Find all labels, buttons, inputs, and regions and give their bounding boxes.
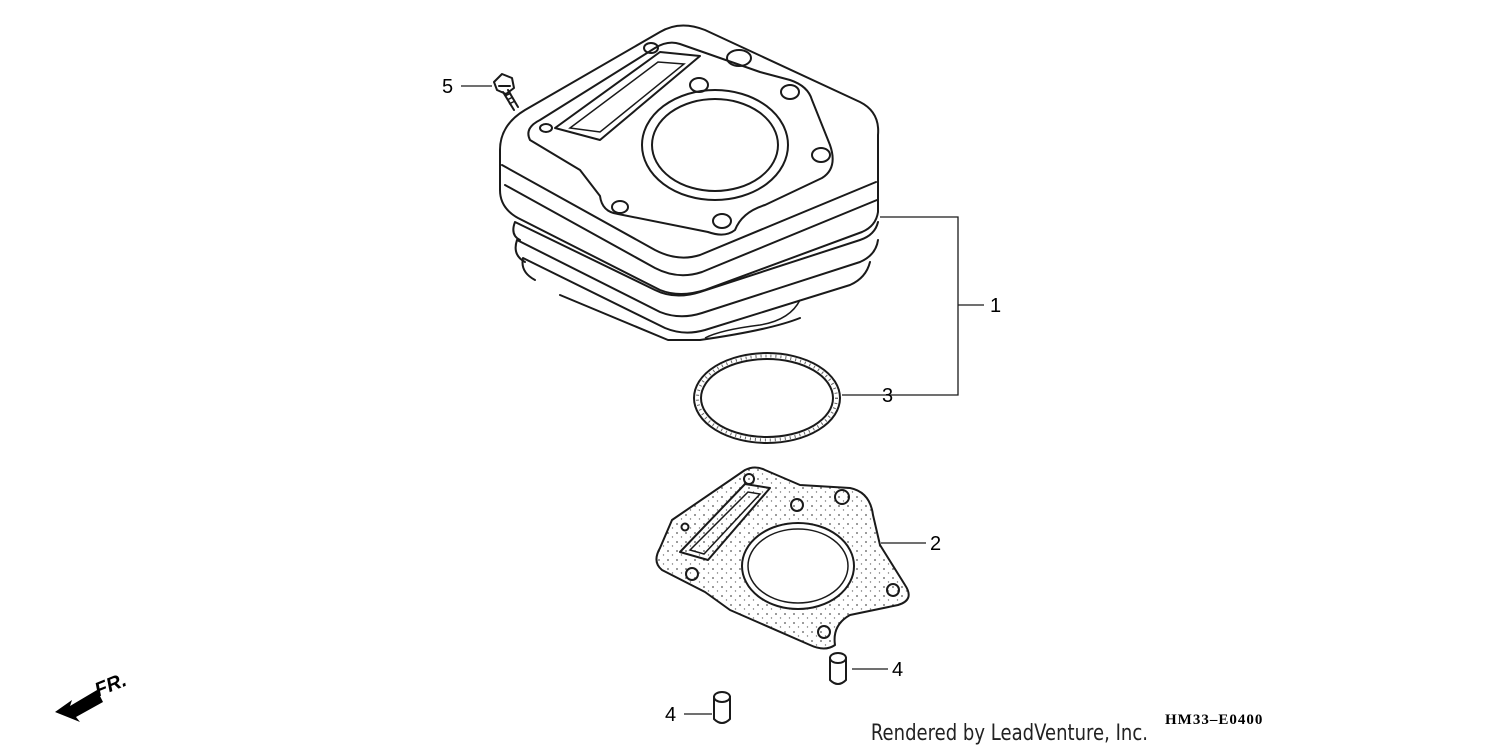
front-arrow-icon bbox=[55, 690, 103, 722]
base-gasket-part[interactable] bbox=[655, 466, 910, 650]
o-ring-part[interactable] bbox=[693, 352, 841, 444]
callout-4-lower: 4 bbox=[665, 704, 676, 726]
callout-3: 3 bbox=[882, 385, 893, 407]
cylinder-part[interactable] bbox=[499, 24, 880, 341]
callout-2: 2 bbox=[930, 533, 941, 555]
credit-text: Rendered by LeadVenture, Inc. bbox=[871, 719, 1148, 745]
callout-1: 1 bbox=[990, 295, 1001, 317]
dowel-pin-part-a[interactable] bbox=[829, 652, 847, 685]
leader-lines bbox=[461, 85, 984, 715]
front-label: FR. bbox=[92, 669, 130, 701]
callout-4-upper: 4 bbox=[892, 659, 903, 681]
diagram-code: HM33–E0400 bbox=[1165, 712, 1263, 728]
callout-5: 5 bbox=[442, 76, 453, 98]
dowel-pin-part-b[interactable] bbox=[713, 691, 731, 724]
bolt-part[interactable] bbox=[493, 73, 519, 111]
